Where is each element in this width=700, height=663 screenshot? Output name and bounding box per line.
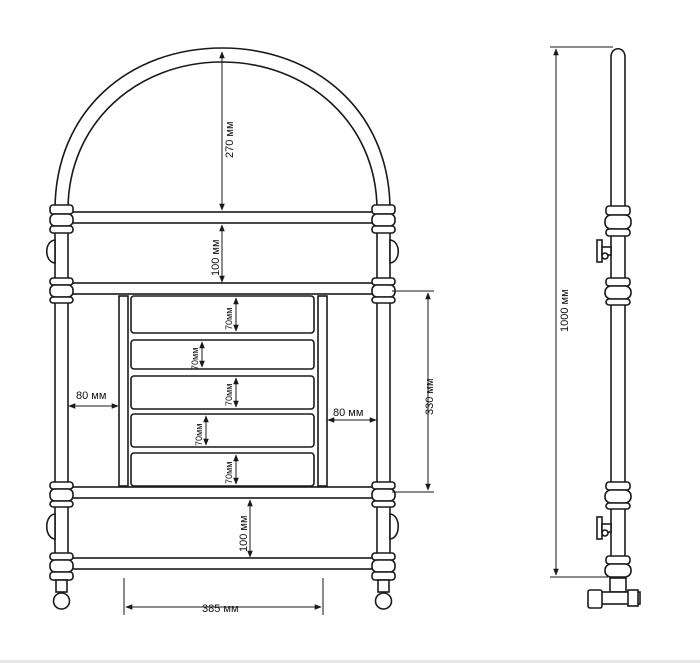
rail-top bbox=[65, 211, 381, 224]
dim-upper-gap-label: 100 мм bbox=[210, 239, 222, 276]
front-view: 270 мм 100 мм 100 мм 80 мм 80 мм 330 мм … bbox=[45, 47, 436, 615]
bar-dimensions: 70мм 70мм 70мм 70мм 70мм bbox=[190, 297, 239, 485]
dim-arch-label: 270 мм bbox=[224, 121, 236, 158]
dim-bar-3-label: 70мм bbox=[224, 384, 234, 406]
post-left bbox=[54, 209, 69, 581]
side-view: 1000 мм bbox=[550, 46, 641, 609]
side-bar-left bbox=[118, 295, 129, 487]
dim-lower-gap-label: 100 мм bbox=[238, 515, 250, 552]
post-knobs bbox=[49, 204, 396, 581]
dim-side-right-label: 80 мм bbox=[333, 407, 363, 419]
dim-bar-1-label: 70мм bbox=[224, 308, 234, 330]
side-valve bbox=[587, 577, 641, 609]
dim-bar-4-label: 70мм bbox=[194, 424, 204, 446]
rail-lower bbox=[65, 486, 381, 499]
dim-bar-5-label: 70мм bbox=[224, 462, 234, 484]
arch-outer bbox=[54, 47, 391, 211]
rail-bottom bbox=[65, 557, 381, 570]
dim-total-label: 1000 мм bbox=[559, 289, 571, 332]
wall-brackets bbox=[45, 239, 400, 540]
bottom-rule bbox=[0, 660, 700, 663]
dim-panel-label: 330 мм bbox=[424, 378, 436, 415]
feet bbox=[52, 579, 393, 610]
side-knobs bbox=[604, 205, 632, 578]
dim-bar-2-label: 70мм bbox=[190, 348, 200, 370]
side-bar-right bbox=[317, 295, 328, 487]
dim-side-left-label: 80 мм bbox=[76, 390, 106, 402]
towel-bars bbox=[130, 295, 315, 487]
dim-width-label: 385 мм bbox=[202, 603, 239, 615]
side-post bbox=[610, 47, 626, 579]
post-right bbox=[376, 209, 391, 581]
side-brackets bbox=[596, 239, 612, 540]
rail-second bbox=[65, 282, 381, 295]
